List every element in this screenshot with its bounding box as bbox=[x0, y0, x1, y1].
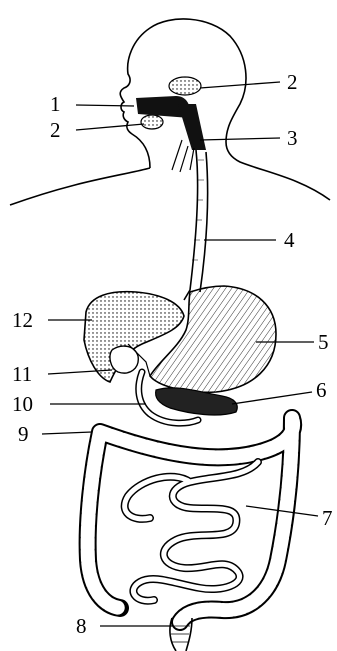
label-1: 1 bbox=[50, 94, 61, 115]
label-11: 11 bbox=[12, 364, 32, 385]
leader-2-lower bbox=[76, 124, 144, 130]
label-7: 7 bbox=[322, 508, 333, 529]
leader-1 bbox=[76, 105, 134, 106]
label-3: 3 bbox=[287, 128, 298, 149]
label-2-lower: 2 bbox=[50, 120, 61, 141]
leader-3 bbox=[200, 138, 280, 140]
label-8: 8 bbox=[76, 616, 87, 637]
leader-9 bbox=[42, 432, 92, 434]
salivary-gland-upper bbox=[169, 77, 201, 95]
oral-cavity bbox=[136, 96, 206, 172]
label-4: 4 bbox=[284, 230, 295, 251]
label-6: 6 bbox=[316, 380, 327, 401]
small-intestine bbox=[125, 462, 258, 601]
label-9: 9 bbox=[18, 424, 29, 445]
leader-6 bbox=[232, 392, 312, 404]
salivary-gland-lower bbox=[141, 115, 163, 129]
label-10: 10 bbox=[12, 394, 33, 415]
label-12: 12 bbox=[12, 310, 33, 331]
pancreas bbox=[156, 388, 238, 415]
label-5: 5 bbox=[318, 332, 329, 353]
large-intestine bbox=[88, 418, 293, 622]
leader-2-upper bbox=[200, 82, 280, 88]
label-2-upper: 2 bbox=[287, 72, 298, 93]
esophagus bbox=[184, 150, 208, 300]
